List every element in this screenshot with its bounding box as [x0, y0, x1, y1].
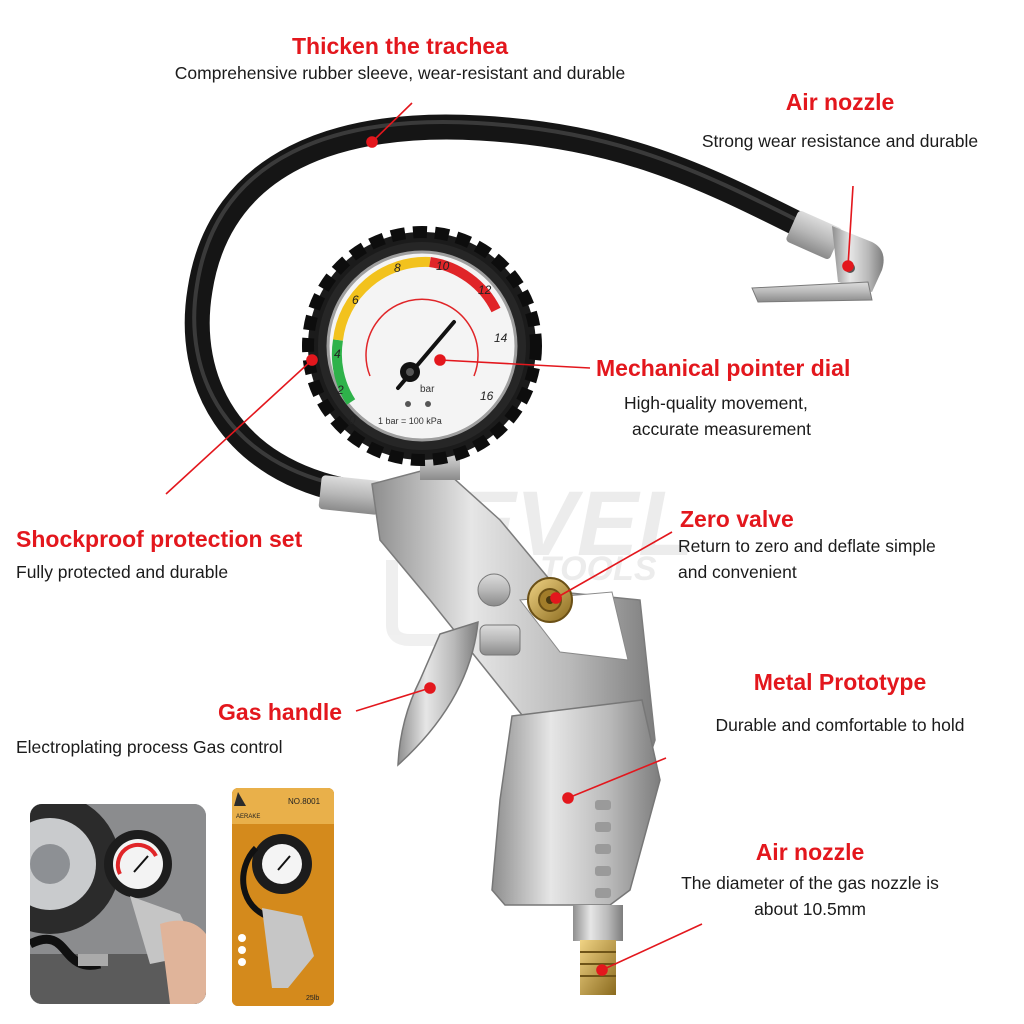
callout-title: Mechanical pointer dial: [596, 355, 851, 381]
callout-desc-line1: High-quality movement,: [624, 393, 808, 413]
product-package: NO.8001 AERAKE 25lb: [232, 788, 334, 1006]
leader-air-nozzle-top: [847, 185, 854, 267]
callout-gas-handle: Gas handle Electroplating process Gas co…: [10, 698, 342, 760]
leader-trachea: [371, 102, 413, 143]
callout-zero-valve: Zero valve Return to zero and deflate si…: [678, 505, 1008, 585]
package-brand: AERAKE: [236, 814, 260, 820]
zero-valve: [527, 577, 573, 623]
air-chuck: [751, 210, 884, 303]
callout-title: Shockproof protection set: [16, 526, 303, 552]
callout-air-nozzle-top: Air nozzle Strong wear resistance and du…: [660, 88, 1020, 154]
callout-trachea: Thicken the trachea Comprehensive rubber…: [120, 32, 680, 86]
gauge-tick: 14: [494, 331, 508, 345]
leader-pointer-dial: [439, 359, 591, 369]
gauge-tick: 4: [334, 347, 341, 361]
callout-desc: Strong wear resistance and durable: [701, 131, 979, 151]
hose-ferrule: [318, 475, 382, 515]
callout-desc: Durable and comfortable to hold: [715, 715, 965, 735]
gauge-ticks: 0 2 4 6 8 10 12 14 16: [334, 259, 508, 427]
callout-title: Thicken the trachea: [291, 33, 509, 59]
gauge-tick: 16: [480, 389, 494, 403]
gauge-unit: bar: [420, 384, 435, 395]
gauge-tick: 10: [436, 259, 450, 273]
package-price: 25lb: [306, 995, 319, 1002]
gas-handle-lever: [397, 620, 479, 767]
gauge-tick: 6: [352, 293, 359, 307]
callout-title: Zero valve: [680, 506, 794, 532]
gauge-tick: 8: [394, 261, 401, 275]
callout-desc: Fully protected and durable: [16, 562, 229, 582]
callout-desc-line2: and convenient: [678, 562, 797, 582]
usage-photo-illustration: [30, 804, 206, 1004]
leader-lines: [165, 102, 854, 976]
callout-title: Air nozzle: [755, 839, 865, 865]
callout-desc: Comprehensive rubber sleeve, wear-resist…: [174, 63, 626, 83]
callout-pointer-dial: Mechanical pointer dial High-quality mov…: [596, 354, 896, 442]
callout-desc-line2: about 10.5mm: [754, 899, 866, 919]
package-illustration: NO.8001 AERAKE 25lb: [232, 788, 334, 1006]
leader-zero-valve: [555, 531, 673, 599]
callout-desc-line1: Return to zero and deflate simple: [678, 536, 936, 556]
leader-metal-prototype: [567, 757, 667, 799]
gauge-tick: 12: [478, 283, 492, 297]
leader-air-nozzle-bottom: [601, 923, 703, 971]
air-inlet: [573, 905, 623, 941]
callout-title: Air nozzle: [785, 89, 895, 115]
gauge-tick: 2: [336, 383, 344, 397]
callout-air-nozzle-bottom: Air nozzle The diameter of the gas nozzl…: [640, 838, 980, 922]
callout-desc-line1: The diameter of the gas nozzle is: [681, 873, 939, 893]
callout-title: Metal Prototype: [753, 669, 927, 695]
gauge-footnote: 1 bar = 100 kPa: [378, 416, 442, 426]
callout-title: Gas handle: [218, 699, 342, 725]
callout-metal-prototype: Metal Prototype Durable and comfortable …: [670, 668, 1010, 738]
usage-photo: [30, 804, 206, 1004]
leader-gas-handle: [355, 687, 431, 712]
callout-desc-line2: accurate measurement: [632, 419, 811, 439]
callout-shockproof: Shockproof protection set Fully protecte…: [16, 525, 356, 585]
package-model: NO.8001: [288, 797, 321, 806]
gun-body: [371, 465, 661, 995]
leader-shockproof: [165, 359, 313, 495]
pressure-gauge: 0 2 4 6 8 10 12 14 16 bar 1 bar = 100 kP…: [302, 226, 542, 466]
gauge-tick: 0: [349, 413, 356, 427]
callout-desc: Electroplating process Gas control: [16, 737, 283, 757]
